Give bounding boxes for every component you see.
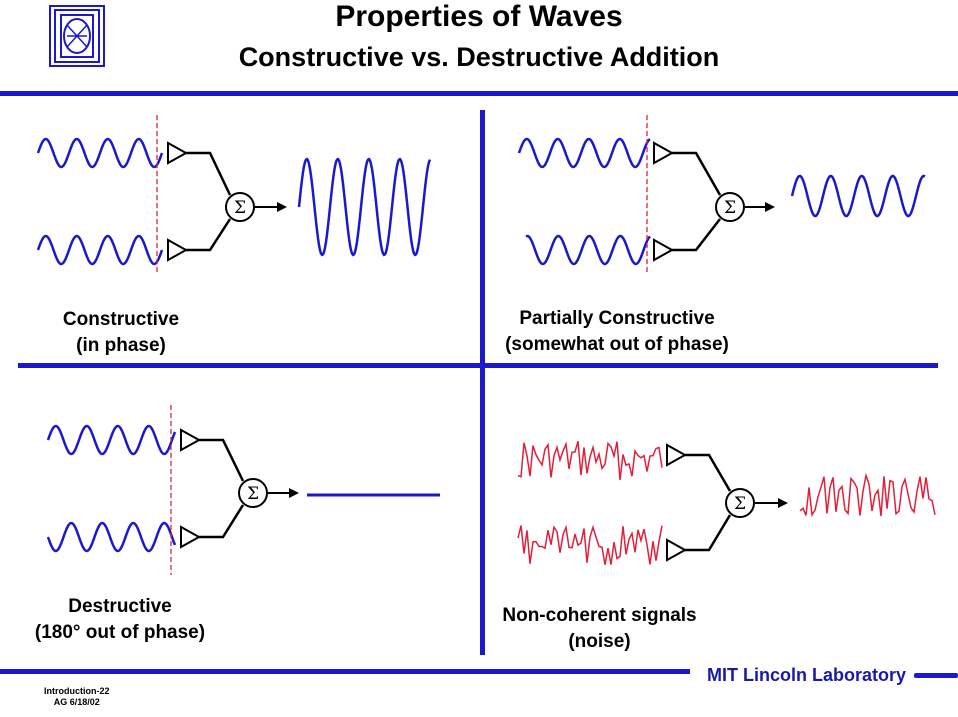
partial-wire-top xyxy=(672,151,722,196)
constructive-wire-top xyxy=(186,151,232,196)
noise-amp-bottom xyxy=(666,538,688,562)
constructive-amp-bottom xyxy=(167,238,189,262)
noise-output-wave xyxy=(799,472,936,517)
partial-wave-bottom xyxy=(525,234,651,266)
destructive-wave-bottom xyxy=(46,521,177,553)
horizontal-divider xyxy=(18,363,938,368)
caption-destructive: Destructive (180° out of phase) xyxy=(34,596,206,643)
partial-wire-bottom xyxy=(672,218,721,252)
partial-arrow-head xyxy=(765,202,775,212)
destructive-amp-bottom xyxy=(180,525,202,549)
destructive-wave-top xyxy=(46,424,177,456)
noise-wave-bottom xyxy=(517,524,663,565)
footer-rule-left xyxy=(0,669,690,674)
page-subtitle: Constructive vs. Destructive Addition xyxy=(238,42,720,72)
constructive-wave-bottom xyxy=(36,234,164,266)
caption-constructive: Constructive (in phase) xyxy=(62,309,180,356)
footer-lab-name: MIT Lincoln Laboratory xyxy=(706,665,906,685)
partial-amp-bottom xyxy=(653,238,675,262)
noise-arrow-head xyxy=(778,498,788,508)
noise-wave-top xyxy=(517,440,663,480)
partial-summer-symbol: Σ xyxy=(724,198,736,218)
caption-noncoherent: Non-coherent signals (noise) xyxy=(502,605,697,652)
footer-reference: Introduction-22 AG 6/18/02 xyxy=(44,686,110,707)
constructive-amp-top xyxy=(167,141,189,165)
partial-wave-top xyxy=(517,137,651,169)
caption-partially-constructive: Partially Constructive (somewhat out of … xyxy=(505,308,729,355)
destructive-amp-top xyxy=(180,428,202,452)
constructive-wire-bottom xyxy=(186,218,232,252)
destructive-arrow-head xyxy=(289,488,299,498)
noise-wire-top xyxy=(685,453,732,492)
partial-amp-top xyxy=(653,141,675,165)
vertical-divider xyxy=(480,110,485,655)
noise-wire-bottom xyxy=(685,514,732,552)
partial-output-wave xyxy=(790,174,926,218)
constructive-summer-symbol: Σ xyxy=(234,198,246,218)
noise-summer-symbol: Σ xyxy=(734,494,746,514)
constructive-output-wave xyxy=(297,157,432,257)
footer-rule-right xyxy=(914,673,958,678)
destructive-summer-symbol: Σ xyxy=(247,484,259,504)
page-title: Properties of Waves xyxy=(335,0,623,33)
destructive-wire-top xyxy=(199,438,245,482)
lincoln-lab-logo xyxy=(49,5,105,67)
noise-amp-top xyxy=(666,443,688,467)
header-rule xyxy=(0,91,958,96)
destructive-wire-bottom xyxy=(199,504,245,539)
constructive-wave-top xyxy=(36,137,164,169)
constructive-arrow-head xyxy=(277,202,287,212)
